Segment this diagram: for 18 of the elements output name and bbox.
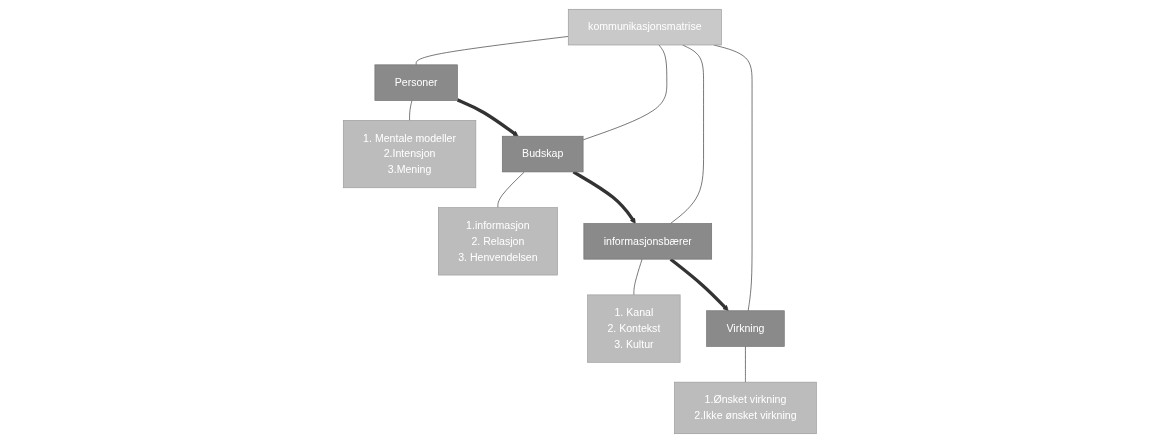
node-box: Virkning	[706, 309, 785, 347]
node-box: Personer	[374, 64, 458, 101]
connector	[497, 171, 525, 208]
connector	[416, 35, 569, 65]
arrow	[669, 257, 729, 311]
node-box: 1. Kanal 2. Kontekst 3. Kultur	[587, 294, 681, 363]
connector	[633, 258, 643, 295]
node-box: 1. Mentale modeller 2.Intensjon 3.Mening	[343, 119, 477, 188]
connector	[582, 44, 668, 140]
node-box: 1.Ønsket virkning 2.Ikke ønsket virkning	[674, 381, 817, 434]
arrow	[572, 170, 636, 224]
connector	[745, 345, 746, 382]
node-box: informasjonsbærer	[583, 222, 713, 259]
node-box: 1.informasjon 2. Relasjon 3. Henvendelsen	[438, 206, 558, 275]
connector	[409, 99, 413, 121]
arrow	[456, 97, 519, 136]
node-box: Budskap	[502, 135, 584, 172]
connector	[670, 44, 705, 224]
